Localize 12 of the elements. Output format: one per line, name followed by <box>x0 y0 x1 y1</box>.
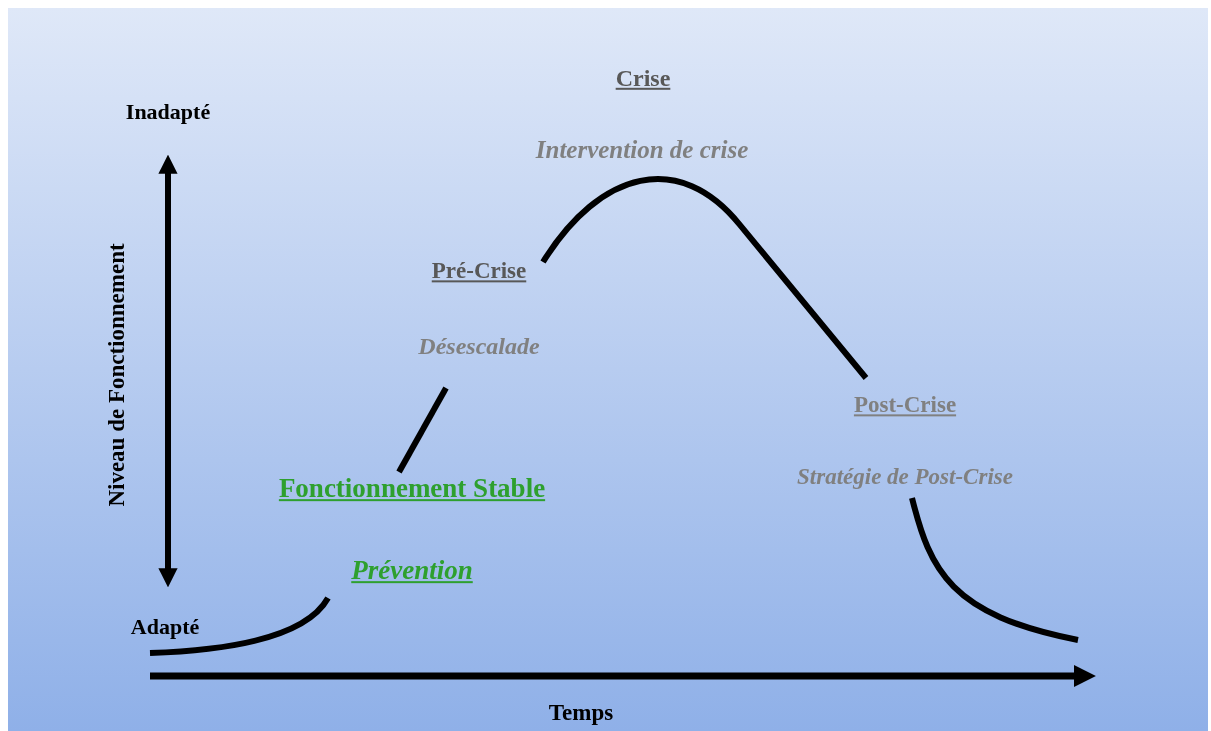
axis-title: Niveau de Fonctionnement <box>104 243 130 507</box>
phase-heading: Post-Crise <box>853 392 957 418</box>
phase-action-label: Prévention <box>351 556 473 586</box>
axis-label: Adapté <box>130 614 200 640</box>
phase-action-label: Intervention de crise <box>535 136 749 164</box>
axis-title: Temps <box>548 700 614 726</box>
phase-heading: Fonctionnement Stable <box>278 474 546 504</box>
axis-label: Inadapté <box>125 99 211 125</box>
phase-heading: Pré-Crise <box>431 258 527 284</box>
phase-heading: Crise <box>615 64 671 92</box>
phase-action-label: Stratégie de Post-Crise <box>797 464 1013 490</box>
phase-action-label: Désescalade <box>418 332 540 360</box>
